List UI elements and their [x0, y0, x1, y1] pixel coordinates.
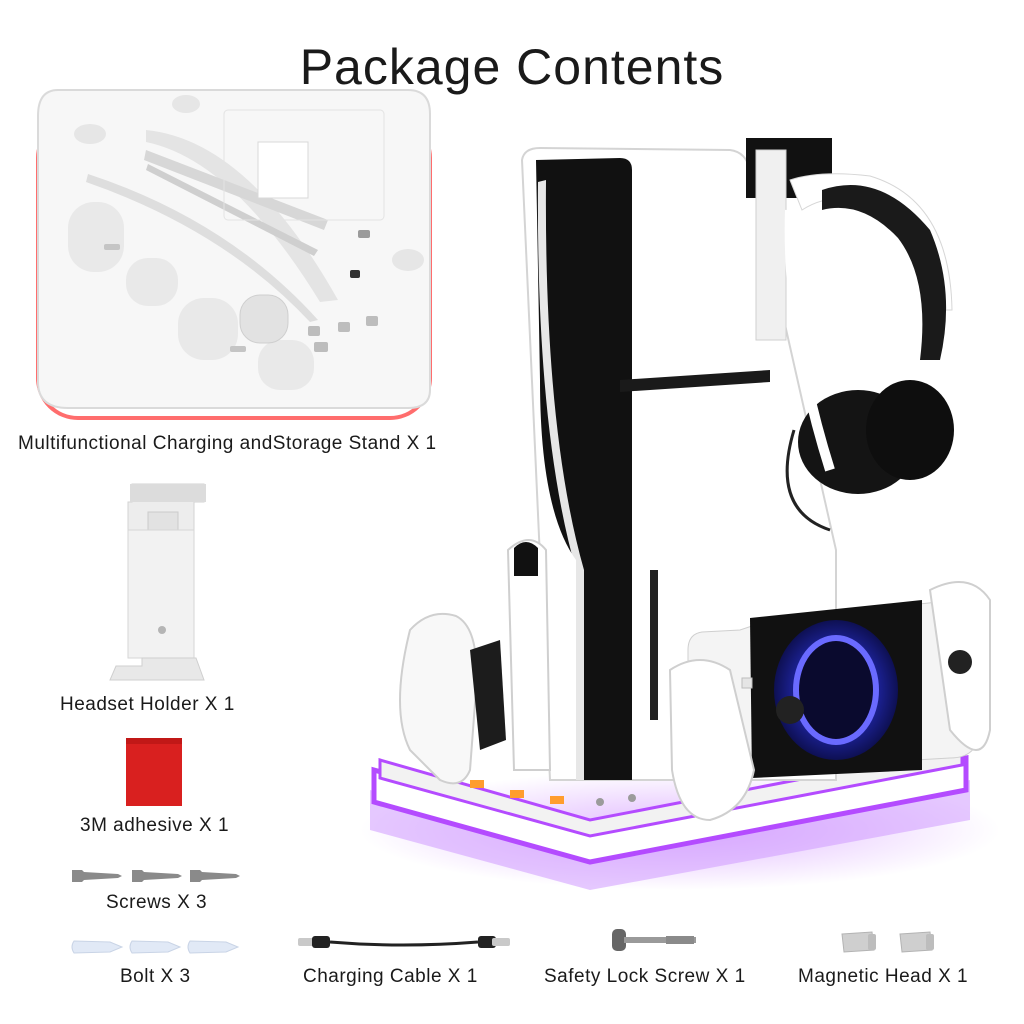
charging-storage-stand-image — [36, 89, 432, 420]
item-label-safety-lock-screw: Safety Lock Screw X 1 — [544, 966, 746, 987]
charging-cable-image — [298, 936, 510, 948]
headset-holder-image — [109, 483, 206, 681]
item-label-headset-holder: Headset Holder X 1 — [60, 694, 235, 715]
item-label-charging-stand: Multifunctional Charging andStorage Stan… — [18, 433, 437, 454]
bolts-image — [71, 940, 240, 954]
adhesive-pad-image — [126, 738, 182, 806]
assembled-stand-image — [360, 138, 1000, 890]
item-label-bolts: Bolt X 3 — [120, 966, 191, 987]
item-label-screws: Screws X 3 — [106, 892, 208, 913]
safety-lock-screw-image — [612, 929, 696, 951]
item-label-charging-cable: Charging Cable X 1 — [303, 966, 478, 987]
screws-image — [72, 870, 240, 882]
item-label-magnetic-head: Magnetic Head X 1 — [798, 966, 969, 987]
magnetic-head-image — [841, 931, 934, 953]
item-label-3m-adhesive: 3M adhesive X 1 — [80, 815, 230, 836]
page-title: Package Contents — [299, 39, 725, 95]
